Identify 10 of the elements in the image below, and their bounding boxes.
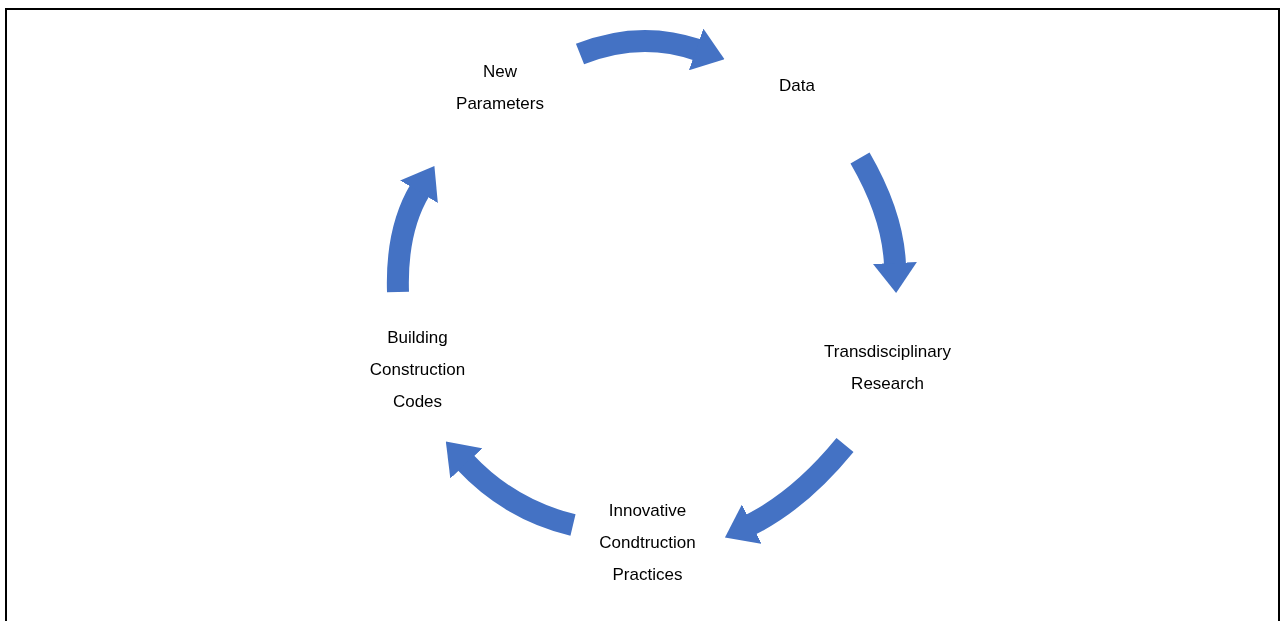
node-label: Building Construction Codes <box>368 327 467 413</box>
node-label: Innovative Condtruction Practices <box>598 499 697 586</box>
node-label: Data <box>778 75 816 97</box>
curved-arrow <box>386 165 439 293</box>
node-label: New Parameters <box>455 61 545 115</box>
curved-arrow <box>725 437 854 544</box>
curved-arrow <box>576 28 725 71</box>
node-label: Transdisciplinary Research <box>823 341 952 395</box>
curved-arrow <box>850 152 917 293</box>
curved-arrow <box>445 442 576 536</box>
